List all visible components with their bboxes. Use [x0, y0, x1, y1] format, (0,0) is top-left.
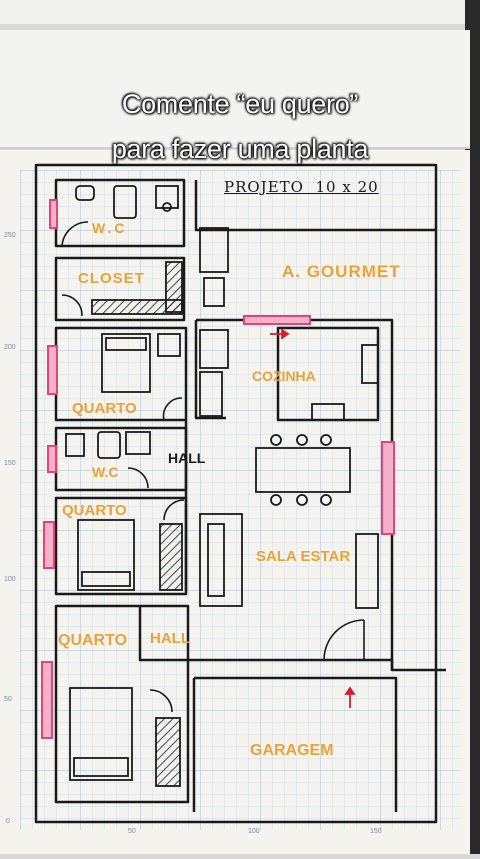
ruler-left-50: 50: [4, 696, 12, 703]
room-label-gourmet: A. GOURMET: [282, 262, 401, 281]
room-label-closet: CLOSET: [78, 270, 145, 287]
windows: [41, 199, 395, 739]
entry-arrows: [270, 328, 356, 708]
room-label-wc-top: W.C: [92, 220, 128, 236]
room-label-quarto-3: QUARTO: [58, 632, 128, 649]
room-label-sala-estar: SALA ESTAR: [256, 548, 351, 565]
ruler-left-0: 0: [6, 818, 10, 825]
ruler-bottom-100: 100: [248, 828, 260, 835]
room-label-hall-1: HALL: [168, 450, 206, 466]
door-swings: [61, 221, 365, 713]
room-label-quarto-2: QUARTO: [62, 502, 127, 519]
ruler-left-200: 200: [4, 344, 16, 351]
fixtures: [65, 185, 379, 787]
top-sheet: [0, 30, 470, 148]
ruler-left-250: 250: [4, 232, 16, 239]
room-label-quarto-1: QUARTO: [72, 400, 137, 417]
caption-line-2: para fazer uma planta: [111, 134, 369, 164]
room-label-hall-2: HALL: [150, 630, 190, 647]
ruler-left-150: 150: [4, 460, 16, 467]
caption-line-1: Comente “eu quero”: [121, 89, 359, 119]
room-label-wc-mid: W.C: [92, 464, 119, 480]
ruler-left-100: 100: [4, 576, 16, 583]
plan-title: PROJETO 10 x 20: [224, 178, 379, 196]
room-label-cozinha: COZINHA: [252, 368, 316, 384]
ruler-bottom-50: 50: [128, 828, 136, 835]
top-sheet-edge: [0, 0, 465, 24]
ruler-bottom-150: 150: [370, 828, 382, 835]
room-label-garagem: GARAGEM: [250, 742, 334, 759]
